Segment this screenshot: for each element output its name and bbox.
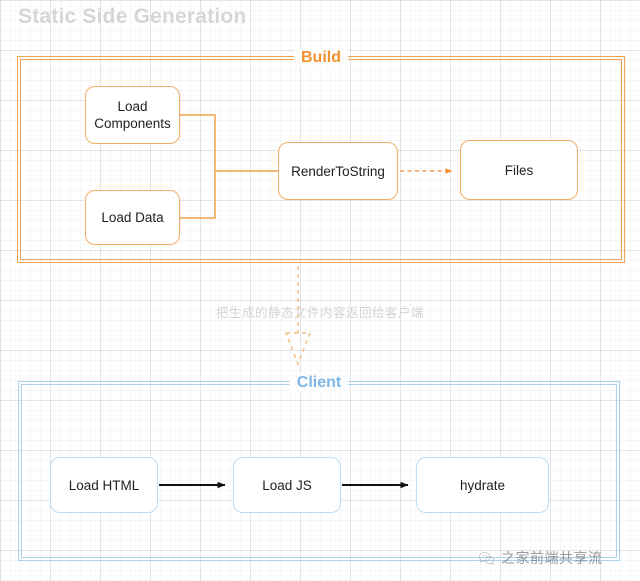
node-load-js[interactable]: Load JS (233, 457, 341, 513)
page-title: Static Side Generation (18, 5, 247, 28)
build-group-container: Build (17, 49, 625, 263)
flow-caption: 把生成的静态文件内容返回给客户端 (215, 306, 424, 320)
wechat-logo-icon (478, 551, 495, 565)
node-render-to-string[interactable]: RenderToString (278, 142, 398, 200)
client-group-label: Client (289, 374, 349, 392)
node-load-components[interactable]: Load Components (85, 86, 180, 144)
watermark: 之家前端共享流 (478, 548, 603, 568)
client-group-container: Client (18, 374, 620, 561)
node-files[interactable]: Files (460, 140, 578, 200)
build-group-label: Build (294, 49, 348, 67)
watermark-text: 之家前端共享流 (501, 551, 603, 567)
node-hydrate[interactable]: hydrate (416, 457, 549, 513)
node-load-data[interactable]: Load Data (85, 190, 180, 245)
node-load-html[interactable]: Load HTML (50, 457, 158, 513)
